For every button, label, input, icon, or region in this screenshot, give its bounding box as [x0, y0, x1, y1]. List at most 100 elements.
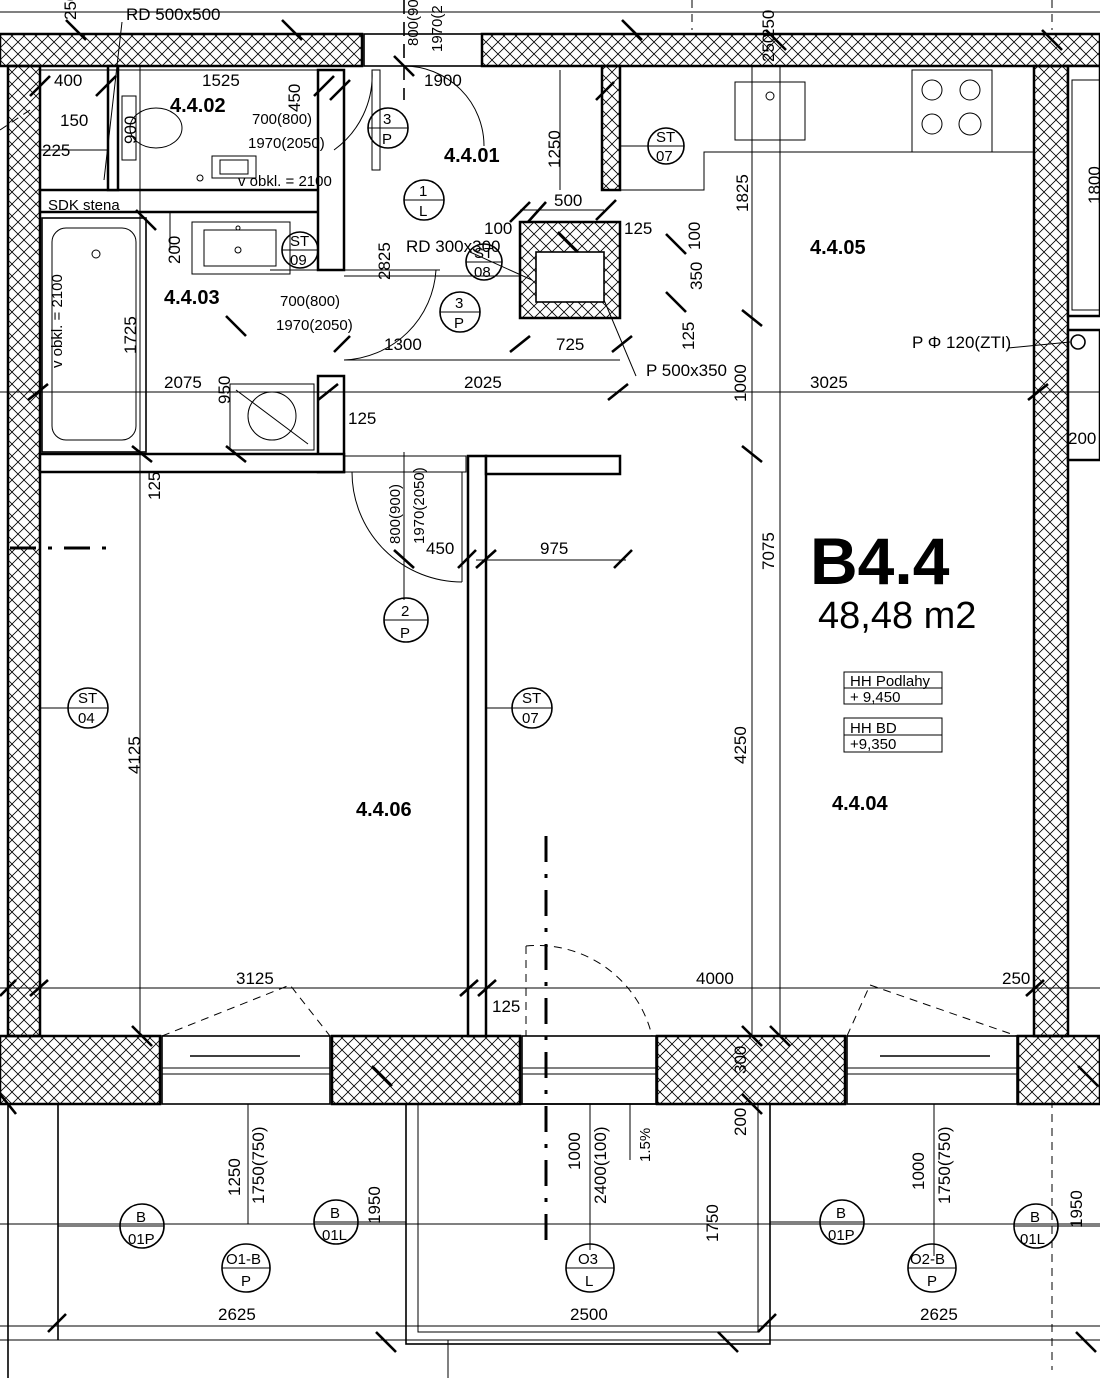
dim: 2025: [464, 373, 502, 392]
level-floor-value: + 9,450: [850, 689, 900, 706]
bubble-bottom: 01L: [1020, 1231, 1045, 1248]
bubble-top: ST: [290, 233, 309, 250]
label-obkl-v: v obkl. = 2100: [49, 274, 66, 368]
label-door2: 700(800): [280, 293, 340, 310]
bubble-top: ST: [78, 690, 97, 707]
dim: 200: [165, 236, 184, 264]
dim: 1750: [703, 1204, 722, 1242]
dim: 7075: [759, 532, 778, 570]
bubble-bottom: P: [454, 315, 464, 332]
dim: 1250: [545, 130, 564, 168]
bubble-top: O1-B: [226, 1251, 261, 1268]
label-pipe: P Φ 120(ZTI): [912, 333, 1011, 352]
dim: 2075: [164, 373, 202, 392]
dim: 450: [285, 84, 304, 112]
dim: 150: [60, 111, 88, 130]
dim: 100: [685, 222, 704, 250]
level-box-floor: HH Podlahy + 9,450: [843, 671, 943, 706]
bubble-b01l-right: B 01L: [1013, 1203, 1059, 1249]
bubble-st07-mid: ST 07: [511, 687, 553, 729]
exterior-walls: [0, 32, 1100, 1106]
dim: 500: [554, 191, 582, 210]
dim: 125: [348, 409, 376, 428]
bubble-bottom: 09: [290, 252, 307, 269]
dim: 950: [215, 376, 234, 404]
dim: 4000: [696, 969, 734, 988]
dim: 250: [759, 10, 778, 38]
dim: 2500: [570, 1305, 608, 1324]
bubble-st04: ST 04: [67, 687, 109, 729]
dim: 725: [556, 335, 584, 354]
room-4402: 4.4.02: [170, 95, 226, 117]
dim: 1950: [365, 1186, 384, 1224]
label-rd300: RD 300x300: [406, 237, 501, 256]
dim: 2625: [920, 1305, 958, 1324]
dim: 250: [759, 34, 778, 62]
bubble-bottom: 04: [78, 710, 95, 727]
bubble-bottom: L: [419, 203, 427, 220]
dim: 1000: [731, 364, 750, 402]
dim: 200: [731, 1108, 750, 1136]
bubble-door-1l: 1 L: [403, 179, 445, 221]
dim: 250: [1002, 969, 1030, 988]
fixtures: [41, 69, 1100, 453]
dim: 3025: [810, 373, 848, 392]
bubble-bottom: 08: [474, 264, 491, 281]
room-4406: 4.4.06: [356, 799, 412, 821]
bubble-top: B: [330, 1205, 340, 1222]
dimension-texts: 400 1525 150 225 1900 500 100 125 1300 7…: [42, 71, 1096, 1324]
dim: 400: [54, 71, 82, 90]
dim: 1250: [225, 1158, 244, 1196]
bubble-top: B: [136, 1209, 146, 1226]
dim: 450: [426, 539, 454, 558]
dim: 300: [731, 1046, 750, 1074]
label-door2h: 1970(2050): [276, 317, 353, 334]
bubble-bottom: P: [382, 131, 392, 148]
dim: 1825: [733, 174, 752, 212]
dim: 1000: [909, 1152, 928, 1190]
dim: 4250: [731, 726, 750, 764]
dim: 125: [679, 322, 698, 350]
room-4405: 4.4.05: [810, 237, 866, 259]
bubble-top: B: [836, 1205, 846, 1222]
dim: 250: [61, 0, 80, 20]
bubble-door-2p: 2 P: [383, 597, 429, 643]
dim: 975: [540, 539, 568, 558]
level-box-bd: HH BD +9,350: [843, 717, 943, 753]
bubble-top: 3: [455, 295, 463, 312]
dim: 2400(100): [591, 1126, 610, 1204]
dim: 3125: [236, 969, 274, 988]
dim: 1000: [565, 1132, 584, 1170]
bubble-top: ST: [522, 690, 541, 707]
label-door1: 700(800): [252, 111, 312, 128]
label-door-top-a: 800(90: [405, 0, 422, 46]
dimension-texts-vertical: 250 900 450 1250 1825 250 100 350 125 20…: [61, 0, 1100, 1242]
bubble-top: ST: [474, 245, 493, 262]
bubble-top: ST: [656, 129, 675, 146]
room-4401: 4.4.01: [444, 145, 500, 167]
windows: [161, 984, 1018, 1105]
bubble-bottom: 01L: [322, 1227, 347, 1244]
dim: 125: [624, 219, 652, 238]
bubble-top: O2-B: [910, 1251, 945, 1268]
leader-lines: [40, 21, 1100, 1227]
dim: 1900: [424, 71, 462, 90]
bubble-bottom: P: [400, 625, 410, 642]
dimension-ticks: [0, 19, 1099, 1353]
bubble-top: B: [1030, 1209, 1040, 1226]
dim: 125: [492, 997, 520, 1016]
bubble-bottom: 07: [656, 148, 673, 165]
label-obkl-h: v obkl. = 2100: [238, 173, 332, 190]
bubble-st07-top: ST 07: [647, 127, 685, 165]
label-sdk: SDK stena: [48, 197, 120, 214]
label-door-top-b: 1970(2: [429, 5, 446, 52]
interior-walls: [38, 64, 1100, 1038]
bubble-bottom: L: [585, 1273, 593, 1290]
bubble-st08: ST 08: [465, 243, 503, 281]
dim: 200: [1068, 429, 1096, 448]
bubble-st09: ST 09: [281, 231, 319, 269]
bubble-bottom: P: [927, 1273, 937, 1290]
dim: 2625: [218, 1305, 256, 1324]
dim: 1525: [202, 71, 240, 90]
dim: 100: [484, 219, 512, 238]
